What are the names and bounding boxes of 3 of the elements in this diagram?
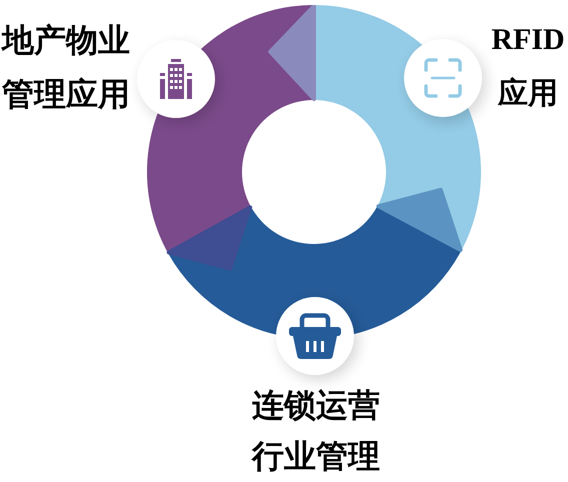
segment-label: 连锁运营行业管理	[250, 386, 381, 476]
segment-label: RFID应用	[490, 22, 566, 112]
segment-label: 地产物业管理应用	[2, 21, 131, 114]
